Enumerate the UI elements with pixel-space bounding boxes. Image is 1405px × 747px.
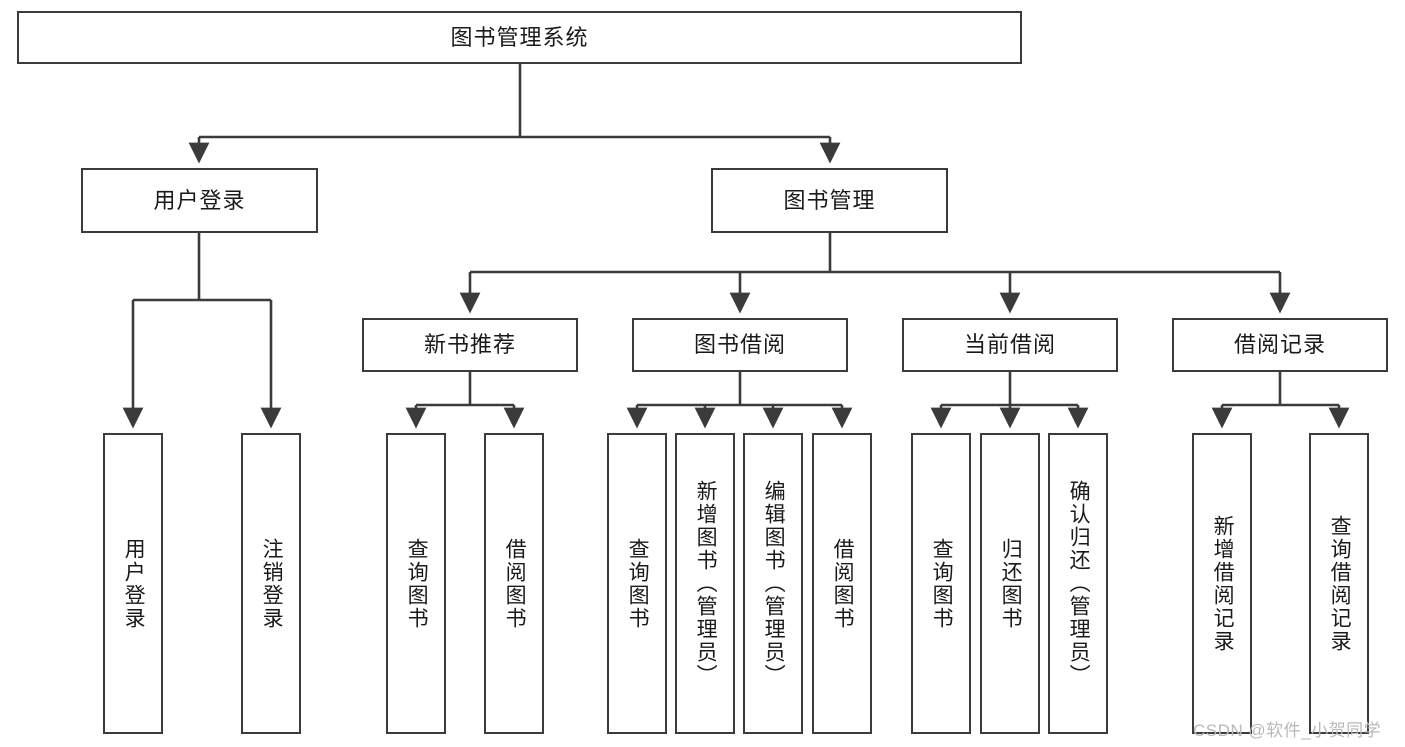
- leaf-current-borrow-return-books[interactable]: 归还图书: [980, 433, 1040, 734]
- node-current-borrow[interactable]: 当前借阅: [902, 318, 1118, 372]
- leaf-user-login-signout[interactable]: 注销登录: [241, 433, 301, 734]
- leaf-new-book-borrow-books[interactable]: 借阅图书: [484, 433, 544, 734]
- node-user-login[interactable]: 用户登录: [81, 168, 318, 233]
- leaf-borrow-record-query-record[interactable]: 查询借阅记录: [1309, 433, 1369, 734]
- node-book-management[interactable]: 图书管理: [711, 168, 948, 233]
- leaf-new-book-query-books[interactable]: 查询图书: [386, 433, 446, 734]
- node-new-book-recommend[interactable]: 新书推荐: [362, 318, 578, 372]
- leaf-user-login-signin[interactable]: 用户登录: [103, 433, 163, 734]
- leaf-current-borrow-confirm-return-admin[interactable]: 确认归还（管理员）: [1048, 433, 1108, 734]
- leaf-book-borrow-borrow-books[interactable]: 借阅图书: [812, 433, 872, 734]
- node-borrow-record[interactable]: 借阅记录: [1172, 318, 1388, 372]
- leaf-borrow-record-add-record[interactable]: 新增借阅记录: [1192, 433, 1252, 734]
- node-book-borrow[interactable]: 图书借阅: [632, 318, 848, 372]
- csdn-watermark: CSDN @软件_小贺同学: [1193, 721, 1382, 740]
- leaf-current-borrow-query-books[interactable]: 查询图书: [911, 433, 971, 734]
- leaf-book-borrow-query-books[interactable]: 查询图书: [607, 433, 667, 734]
- leaf-book-borrow-edit-book-admin[interactable]: 编辑图书（管理员）: [743, 433, 803, 734]
- leaf-book-borrow-add-book-admin[interactable]: 新增图书（管理员）: [675, 433, 735, 734]
- node-root-system[interactable]: 图书管理系统: [17, 11, 1022, 64]
